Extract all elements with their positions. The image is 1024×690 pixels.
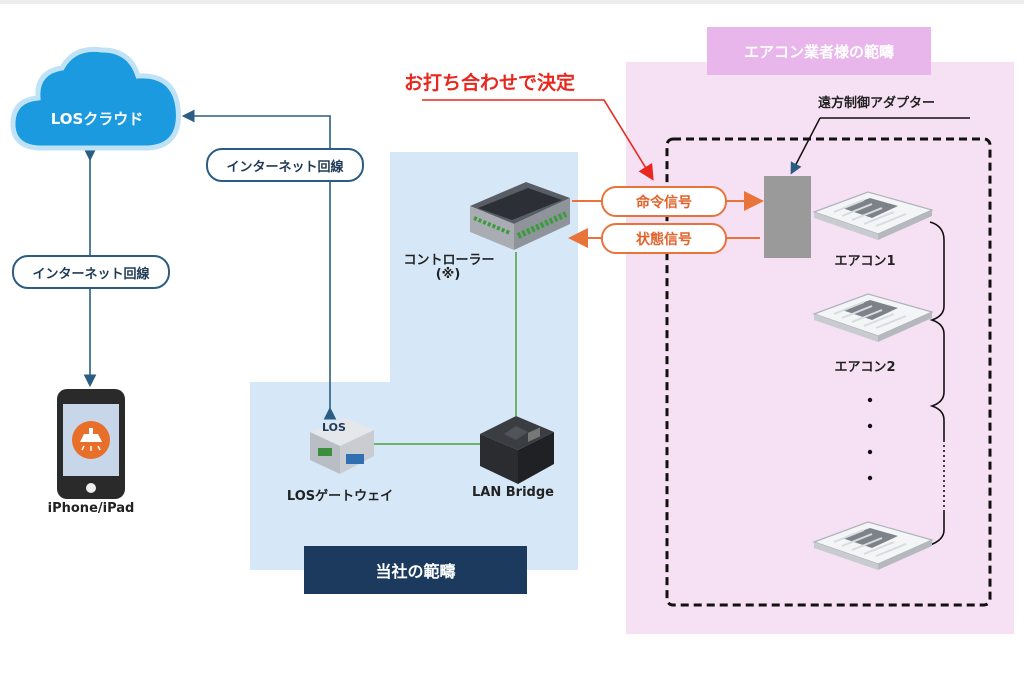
- phone-label: iPhone/iPad: [47, 501, 135, 516]
- top-border: [0, 0, 1024, 4]
- dashed-ac-boundary: [665, 137, 992, 607]
- ac2-label: エアコン2: [834, 360, 896, 375]
- annotation-arrow: [422, 99, 654, 181]
- command-signal-pill: 命令信号: [601, 186, 727, 217]
- ac-unit-1-icon: [812, 191, 934, 240]
- ac-chain-wire: [929, 221, 945, 440]
- continuation-dots: [867, 397, 873, 481]
- controller-label: コントローラー: [403, 253, 495, 268]
- our-scope-title: 当社の範疇: [304, 546, 527, 594]
- lan-bridge-device-icon: [480, 416, 554, 484]
- ac-unit-n-icon: [812, 521, 934, 570]
- gateway-label: LOSゲートウェイ: [286, 489, 394, 504]
- remote-adapter-box: [764, 176, 811, 258]
- internet-line-pill-left: インターネット回線: [12, 255, 170, 289]
- ac-chain-wire-end: [929, 512, 945, 546]
- cloud-icon: [10, 46, 181, 151]
- bridge-label: LAN Bridge: [472, 485, 554, 500]
- annotation-text: お打ち合わせで決定: [404, 72, 576, 94]
- ac1-label: エアコン1: [834, 254, 896, 269]
- status-signal-pill: 状態信号: [601, 223, 727, 254]
- controller-note: (※): [435, 267, 461, 282]
- adapter-label: 遠方制御アダプター: [818, 96, 936, 111]
- ac-unit-2-icon: [812, 293, 934, 342]
- gateway-device-icon: [310, 418, 374, 474]
- controller-device-icon: [470, 182, 570, 250]
- cloud-label: LOSクラウド: [50, 110, 144, 128]
- smartphone-icon: [57, 389, 125, 499]
- internet-line-pill-top: インターネット回線: [206, 148, 364, 182]
- gateway-logo: LOS: [322, 421, 346, 434]
- vendor-scope-title: エアコン業者様の範疇: [707, 27, 931, 75]
- adapter-pointer: [790, 117, 821, 175]
- cloud-gateway-line: [181, 109, 337, 420]
- vendor-scope-zone: [626, 62, 1014, 634]
